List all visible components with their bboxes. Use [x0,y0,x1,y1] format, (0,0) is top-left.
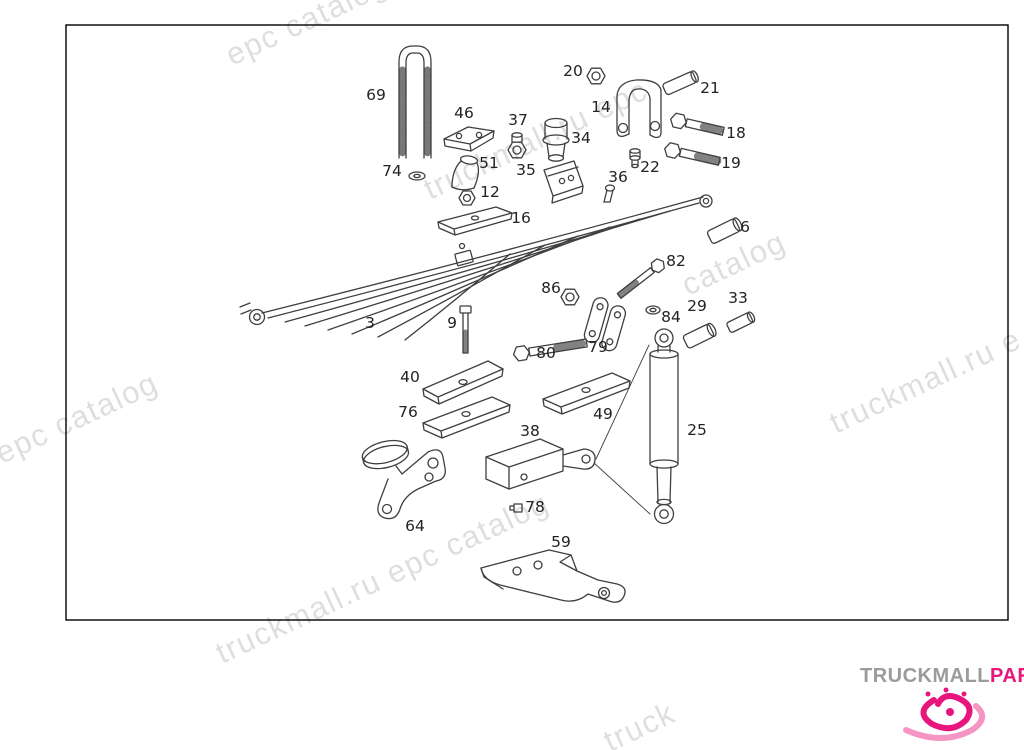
logo-text: TRUCKMALLPARTS [860,665,1024,687]
part-label-14: 14 [591,98,611,116]
part-59-mounting-bracket [480,549,626,603]
part-49-wear-plate [542,372,631,415]
part-label-9: 9 [447,314,457,332]
part-label-49: 49 [593,405,613,423]
part-label-19: 19 [721,154,741,172]
part-label-29: 29 [687,297,707,315]
part-84-washer [645,305,661,315]
part-14-spring-shackle [616,79,662,139]
part-label-21: 21 [700,79,720,97]
part-78-clip [509,503,523,513]
part-16-spacer-plate [437,206,513,236]
watermark-text: truckmall.ru epc catalog [210,485,554,670]
part-12-nut [458,190,476,206]
part-74-washer [408,171,426,181]
part-79-shackle-link [583,297,627,352]
part-label-16: 16 [511,209,531,227]
part-label-78: 78 [525,498,545,516]
part-40-wear-plate [422,360,504,405]
diagram-frame [65,24,1009,621]
part-label-82: 82 [666,252,686,270]
part-3-leaf-spring [239,194,713,341]
watermark-text: epc catalog [220,0,393,72]
part-46-clamp-plate [443,126,495,152]
leader-lines [593,344,651,515]
part-label-25: 25 [687,421,707,439]
part-label-80: 80 [536,344,556,362]
part-label-33: 33 [728,289,748,307]
logo-accent: PARTS [990,665,1024,687]
part-25-shock-absorber [649,328,679,525]
part-19-bolt [664,142,722,166]
watermark-text: l epc catalog [0,365,163,479]
part-label-35: 35 [516,161,536,179]
part-21-pin [662,70,699,96]
parts-artwork [239,45,756,603]
part-label-20: 20 [563,62,583,80]
part-36-screw [603,184,616,203]
logo-swirl-icon [903,687,985,741]
part-38-spring-seat [485,438,596,490]
part-label-18: 18 [726,124,746,142]
part-label-69: 69 [366,86,386,104]
part-label-37: 37 [508,111,528,129]
part-label-40: 40 [400,368,420,386]
part-label-38: 38 [520,422,540,440]
part-6-bushing [706,217,743,244]
watermark-text: truckmall.ru e [824,321,1024,440]
part-label-84: 84 [661,308,681,326]
part-label-79: 79 [588,338,608,356]
part-51-bump-stop [451,155,480,191]
part-82-bolt [616,258,665,299]
part-35-stop-bracket [543,160,584,204]
part-label-46: 46 [454,104,474,122]
part-label-34: 34 [571,129,591,147]
part-22-spacer [629,148,641,169]
part-label-22: 22 [640,158,660,176]
part-label-74: 74 [382,162,402,180]
part-69-u-bolt [398,45,432,160]
part-76-wear-plate [422,396,511,439]
part-33-pin [726,311,756,333]
logo: TRUCKMALLPARTS [860,665,1024,741]
part-20-nut [586,67,606,85]
part-34-rubber-buffer [542,117,570,162]
part-label-3: 3 [365,314,375,332]
part-37-nut [507,132,527,159]
watermark-text: truck [598,695,680,750]
part-18-bolt [670,112,726,136]
part-label-51: 51 [479,154,499,172]
part-label-36: 36 [608,168,628,186]
part-label-12: 12 [480,183,500,201]
part-label-59: 59 [551,533,571,551]
part-label-64: 64 [405,517,425,535]
part-9-center-bolt [459,305,472,355]
part-86-nut [560,288,580,306]
logo-name: TRUCKMALL [860,665,990,687]
part-80-bolt [512,338,589,362]
part-label-86: 86 [541,279,561,297]
part-label-76: 76 [398,403,418,421]
part-64-spring-hanger [361,439,446,520]
part-label-6: 6 [740,218,750,236]
part-29-bushing [682,322,717,349]
